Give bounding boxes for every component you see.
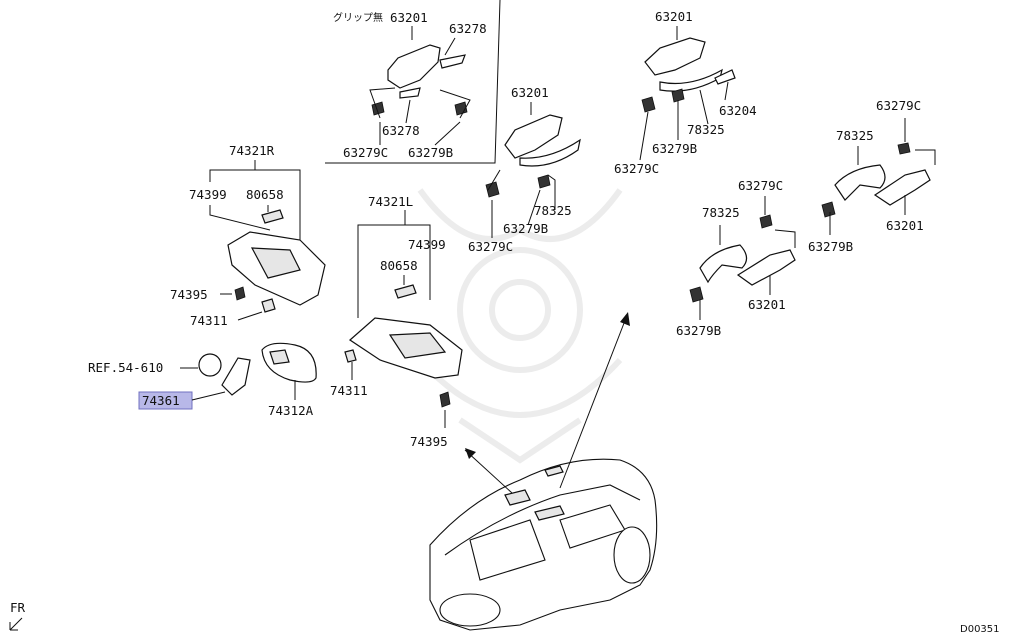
highlighted-part-box[interactable] xyxy=(138,391,193,410)
part-label-78325-c: 78325 xyxy=(836,128,874,143)
part-label-63201-d: 63201 xyxy=(886,218,924,233)
diagram-code: D00351 xyxy=(960,624,1000,635)
part-label-63201-c: 63201 xyxy=(655,9,693,24)
part-label-63279b-d: 63279B xyxy=(808,239,853,254)
sun-visor-left-group: 74321L 74399 80658 74311 74395 xyxy=(330,194,463,449)
part-label-74311: 74311 xyxy=(190,313,228,328)
part-label-63279c-d: 63279C xyxy=(876,98,921,113)
part-label-63279b-c: 63279B xyxy=(652,141,697,156)
front-arrow-icon xyxy=(9,617,23,631)
part-label-78325-b: 78325 xyxy=(687,122,725,137)
part-label-63279c-b: 63279C xyxy=(468,239,513,254)
part-label-63279c-c: 63279C xyxy=(614,161,659,176)
part-label-74311-b: 74311 xyxy=(330,383,368,398)
part-label-63201: 63201 xyxy=(390,10,428,25)
part-label-74312a: 74312A xyxy=(268,403,314,418)
part-label-74399-b: 74399 xyxy=(408,237,446,252)
part-label-63204: 63204 xyxy=(719,103,757,118)
front-label: FR xyxy=(10,600,26,615)
part-label-78325-d: 78325 xyxy=(702,205,740,220)
part-label-63279c: 63279C xyxy=(343,145,388,160)
part-label-74361[interactable]: 74361 xyxy=(142,393,180,408)
grip-bracket-group-b: 63201 78325 63279B 63279C xyxy=(468,85,581,254)
front-direction-indicator: FR xyxy=(9,600,26,631)
rearview-mirror-group: REF.54-610 74361 74312A xyxy=(88,342,317,418)
part-label-63201-e: 63201 xyxy=(748,297,786,312)
part-label-74395-b: 74395 xyxy=(410,434,448,449)
location-arrows xyxy=(464,312,630,494)
grip-note-label: グリップ無 xyxy=(333,11,383,24)
part-label-80658-b: 80658 xyxy=(380,258,418,273)
part-label-74395: 74395 xyxy=(170,287,208,302)
part-label-63279b-e: 63279B xyxy=(676,323,721,338)
grip-bracket-group-a: グリップ無 63201 63278 63278 63279C 63279B xyxy=(333,10,487,160)
part-label-63279b: 63279B xyxy=(408,145,453,160)
part-label-63279c-e: 63279C xyxy=(738,178,783,193)
sun-visor-right-group: 74321R 74399 80658 74395 74311 xyxy=(170,143,326,328)
grip-bracket-group-e: 63279C 78325 63279B 63201 xyxy=(676,178,796,338)
part-label-74321l: 74321L xyxy=(368,194,413,209)
part-label-80658: 80658 xyxy=(246,187,284,202)
grip-bracket-group-c: 63201 63204 78325 63279B 63279C xyxy=(614,9,757,176)
part-label-63278: 63278 xyxy=(449,21,487,36)
group-frame xyxy=(325,0,501,164)
grip-bracket-group-d: 63279C 78325 63279B 63201 xyxy=(808,98,936,254)
part-label-78325: 78325 xyxy=(534,203,572,218)
vehicle-outline xyxy=(429,458,658,631)
part-label-63279b-b: 63279B xyxy=(503,221,548,236)
part-label-74321r: 74321R xyxy=(229,143,275,158)
part-label-63278-b: 63278 xyxy=(382,123,420,138)
reference-label: REF.54-610 xyxy=(88,360,163,375)
part-label-63201-b: 63201 xyxy=(511,85,549,100)
part-label-74399: 74399 xyxy=(189,187,227,202)
watermark-emblem xyxy=(417,188,623,464)
